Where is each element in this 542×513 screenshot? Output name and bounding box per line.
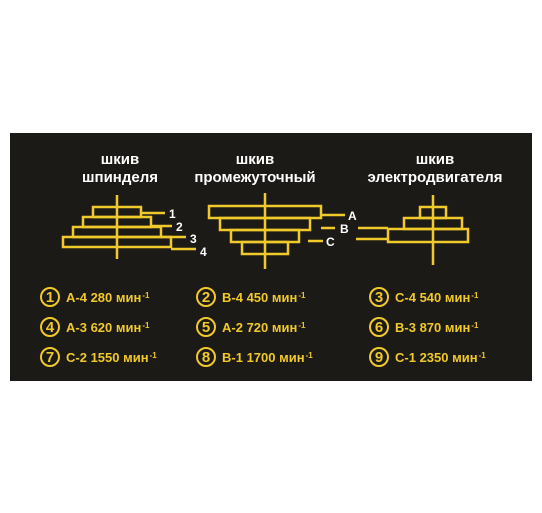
speed-exponent: -1 <box>298 290 306 300</box>
speed-gear: C-2 <box>66 349 87 365</box>
speed-number: 9 <box>369 347 389 367</box>
speed-item: 7 C-2 1550 мин-1 <box>40 345 157 369</box>
speed-exponent: -1 <box>142 320 150 330</box>
speed-gear: A-2 <box>222 319 243 335</box>
speed-item: 3 C-4 540 мин-1 <box>369 285 479 309</box>
speed-exponent: -1 <box>478 350 486 360</box>
heading-line: шпинделя <box>82 169 158 186</box>
intermediate-pulley-heading: шкив промежуточный <box>180 151 330 187</box>
speed-rpm: 870 <box>419 319 442 335</box>
speed-gear: B-3 <box>395 319 416 335</box>
belt-label-b: B <box>340 222 349 236</box>
speed-rpm: 1700 <box>246 349 276 365</box>
belt-label-4: 4 <box>200 245 207 259</box>
speed-rpm: 540 <box>419 289 442 305</box>
motor-step-3 <box>386 227 470 244</box>
belt-label-a: A <box>348 209 357 223</box>
speed-number: 1 <box>40 287 60 307</box>
speed-exponent: -1 <box>142 290 150 300</box>
belt-label-3: 3 <box>190 232 197 246</box>
heading-line: промежуточный <box>194 169 316 186</box>
speed-unit: мин <box>271 319 298 335</box>
speed-unit: мин <box>115 319 142 335</box>
speed-item: 4 A-3 620 мин-1 <box>40 315 150 339</box>
speed-number: 3 <box>369 287 389 307</box>
speed-exponent: -1 <box>471 290 479 300</box>
speed-number: 7 <box>40 347 60 367</box>
speed-rpm: 720 <box>246 319 269 335</box>
heading-line: шкив <box>415 151 455 168</box>
speed-item: 2 B-4 450 мин-1 <box>196 285 306 309</box>
belt-label-c: C <box>326 235 335 249</box>
speed-exponent: -1 <box>305 350 313 360</box>
speed-number: 2 <box>196 287 216 307</box>
heading-line: электродвигателя <box>367 169 503 186</box>
speed-unit: мин <box>115 289 142 305</box>
speed-item: 9 C-1 2350 мин-1 <box>369 345 486 369</box>
speed-rpm: 280 <box>90 289 113 305</box>
speed-number: 4 <box>40 317 60 337</box>
speed-gear: A-4 <box>66 289 87 305</box>
motor-pulley-heading: шкив электродвигателя <box>350 151 520 187</box>
speed-unit: мин <box>279 349 305 365</box>
speed-gear: C-1 <box>395 349 416 365</box>
label-plate: шкив шпинделя шкив промежуточный шкив эл… <box>10 133 532 381</box>
speed-rpm: 2350 <box>419 349 449 365</box>
speed-item: 5 A-2 720 мин-1 <box>196 315 306 339</box>
speed-item: 6 B-3 870 мин-1 <box>369 315 479 339</box>
speed-gear: B-1 <box>222 349 243 365</box>
speed-unit: мин <box>444 319 471 335</box>
speed-number: 8 <box>196 347 216 367</box>
speed-item: 8 B-1 1700 мин-1 <box>196 345 313 369</box>
speed-unit: мин <box>444 289 471 305</box>
speed-rpm: 450 <box>246 289 269 305</box>
speed-exponent: -1 <box>149 350 157 360</box>
heading-line: шкив <box>100 151 140 168</box>
speed-unit: мин <box>123 349 149 365</box>
speed-exponent: -1 <box>298 320 306 330</box>
speed-number: 5 <box>196 317 216 337</box>
speed-exponent: -1 <box>471 320 479 330</box>
speed-rpm: 620 <box>90 319 113 335</box>
belt-label-2: 2 <box>176 220 183 234</box>
speed-gear: C-4 <box>395 289 416 305</box>
speed-item: 1 A-4 280 мин-1 <box>40 285 150 309</box>
belt-label-1: 1 <box>169 207 176 221</box>
spindle-pulley-heading: шкив шпинделя <box>50 151 190 187</box>
speed-rpm: 1550 <box>90 349 120 365</box>
speed-gear: A-3 <box>66 319 87 335</box>
speed-number: 6 <box>369 317 389 337</box>
speed-unit: мин <box>452 349 478 365</box>
speed-unit: мин <box>271 289 298 305</box>
speed-gear: B-4 <box>222 289 243 305</box>
heading-line: шкив <box>235 151 275 168</box>
pulley-diagram: 1 2 3 4 A B C <box>61 193 470 269</box>
